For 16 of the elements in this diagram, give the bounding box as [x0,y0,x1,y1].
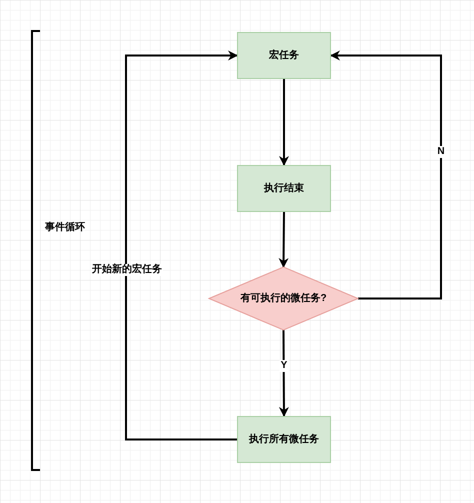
edge-label: 开始新的宏任务 [91,264,163,276]
arrow [330,50,442,300]
arrow [278,212,289,268]
node-label: 宏任务 [269,48,299,63]
process-box [237,165,331,212]
process-box [237,416,331,463]
arrow [279,79,289,166]
node-label: 有可执行的微任务? [240,292,327,306]
arrow [278,330,289,417]
node-label: 执行所有微任务 [249,432,319,447]
node-label: 执行结束 [264,182,304,196]
process-box [237,32,331,79]
edge-label: Y [280,360,288,372]
arrow [125,50,238,440]
bracket-label: 事件循环 [45,220,85,235]
edge-label: N [436,146,446,158]
